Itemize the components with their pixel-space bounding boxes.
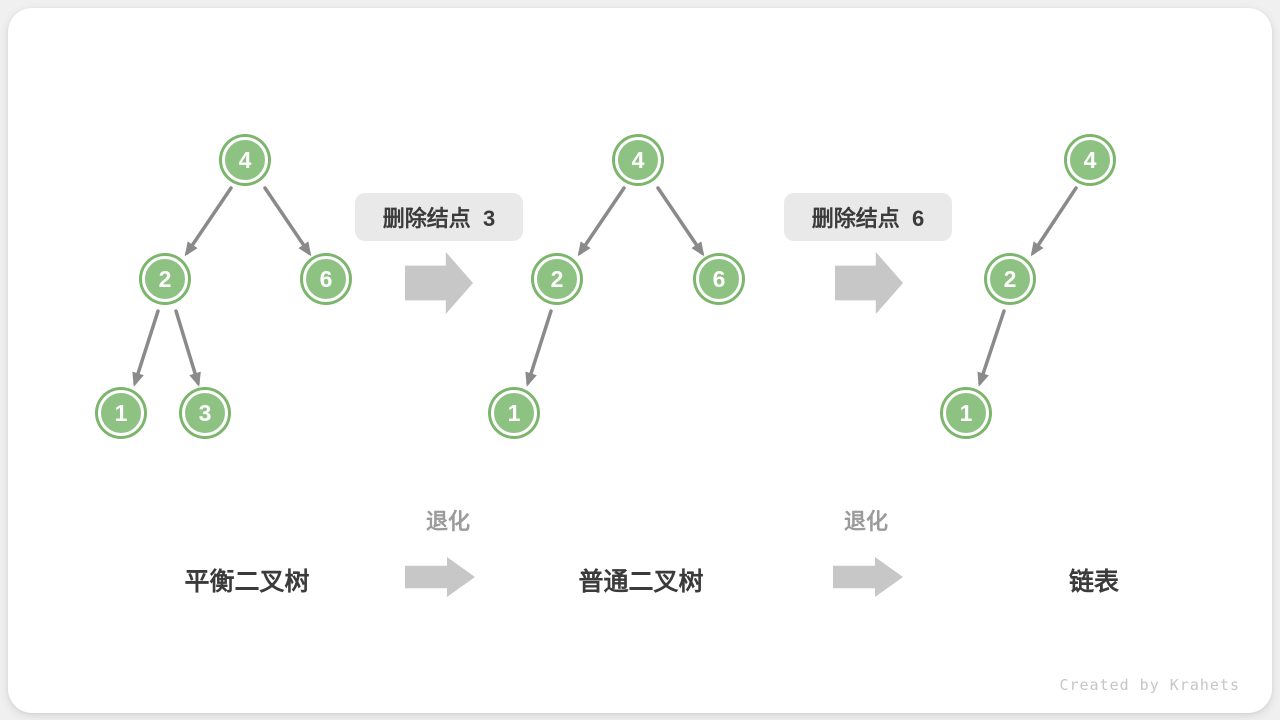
watermark: Created by Krahets — [1059, 676, 1240, 694]
tree-node-value: 2 — [158, 265, 172, 292]
delete-node-3-label: 删除结点 3 — [382, 206, 496, 231]
delete-node-3-badge: 删除结点 3 — [355, 193, 523, 241]
tree-edge — [577, 186, 626, 257]
tree-edge — [174, 309, 201, 387]
tree-node-value: 1 — [959, 399, 973, 426]
tree-node: 4 — [222, 137, 268, 183]
caption-ordinary-binary-tree: 普通二叉树 — [578, 568, 704, 596]
tree-node-value: 4 — [238, 146, 252, 173]
tree-node: 3 — [182, 390, 228, 436]
tree-edge — [977, 309, 1006, 387]
tree-edge — [184, 186, 233, 257]
delete-node-6-label: 删除结点 6 — [811, 206, 925, 231]
tree-node-value: 1 — [114, 399, 128, 426]
tree-node: 6 — [696, 256, 742, 302]
tree-edge — [132, 309, 160, 387]
tree-edge — [525, 309, 553, 387]
figure-card — [8, 8, 1272, 713]
tree-node-value: 6 — [712, 265, 726, 292]
degrade-label: 退化 — [425, 509, 471, 534]
tree-node: 6 — [303, 256, 349, 302]
tree-edge — [1030, 186, 1078, 257]
tree-node: 4 — [1067, 137, 1113, 183]
tree-node-value: 2 — [1003, 265, 1017, 292]
tree-node-value: 4 — [1083, 146, 1097, 173]
tree-node: 2 — [534, 256, 580, 302]
tree-node: 2 — [142, 256, 188, 302]
caption-linked-list: 链表 — [1068, 568, 1120, 596]
tree-node: 1 — [98, 390, 144, 436]
tree-node: 1 — [943, 390, 989, 436]
tree-edge — [263, 186, 312, 257]
tree-node-value: 3 — [198, 399, 212, 426]
tree-node: 2 — [987, 256, 1033, 302]
tree-edge — [656, 186, 705, 257]
degrade-label: 退化 — [843, 509, 889, 534]
tree-node: 4 — [615, 137, 661, 183]
tree-node-value: 1 — [507, 399, 521, 426]
tree-node-value: 4 — [631, 146, 645, 173]
tree-node-value: 2 — [550, 265, 564, 292]
tree-node-value: 6 — [319, 265, 333, 292]
tree-node: 1 — [491, 390, 537, 436]
delete-node-6-badge: 删除结点 6 — [784, 193, 952, 241]
caption-balanced-binary-tree: 平衡二叉树 — [184, 568, 310, 596]
